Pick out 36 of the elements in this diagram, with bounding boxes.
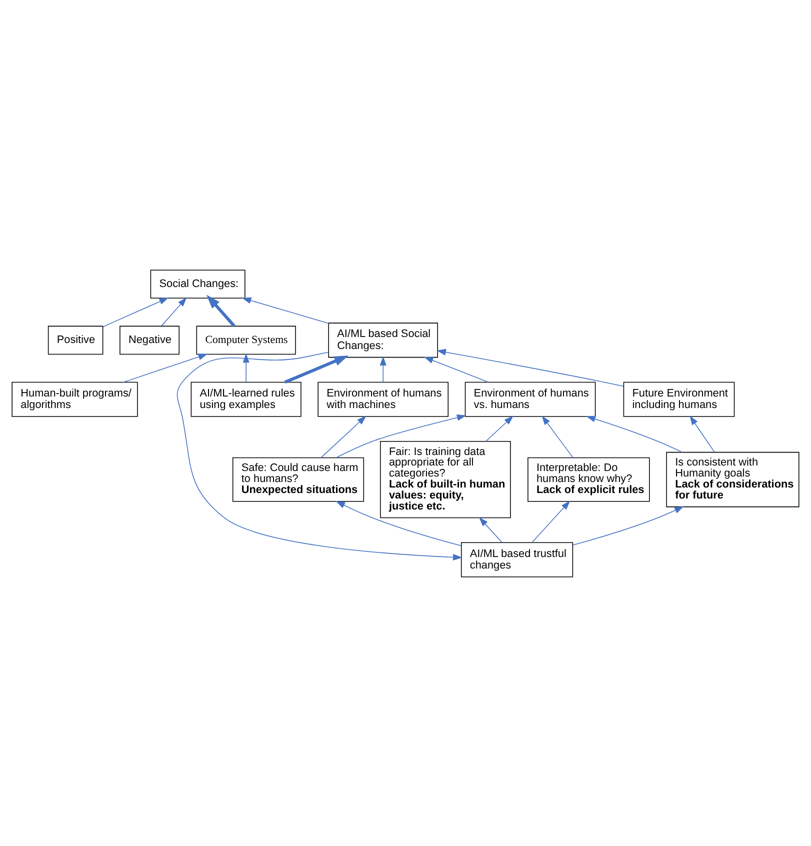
arrow: [206, 294, 236, 326]
node-box: Negative: [120, 325, 180, 354]
node-box: AI/ML based trustful changes: [460, 542, 574, 577]
arrow: [242, 352, 250, 382]
arrow: [478, 516, 502, 542]
node-box: Safe: Could cause harm to humans? Unexpected situations: [232, 456, 364, 502]
arrow: [320, 415, 366, 458]
arrow: [102, 297, 169, 327]
node-box: AI/ML based Social Changes:: [328, 322, 438, 358]
arrow: [572, 506, 684, 545]
arrow: [284, 355, 348, 384]
node-box: Environment of humans with machines: [318, 381, 449, 416]
arrow: [424, 356, 489, 382]
arrow: [336, 414, 466, 458]
node-box: Interpretable: Do humans know why? Lack of explicit rules: [528, 456, 650, 502]
node-box: Is consistent with Humanity goals Lack of considerations for future: [666, 451, 800, 507]
node-box: Human-built programs/ algorithms: [12, 381, 138, 416]
arrow: [586, 415, 683, 452]
arrow: [436, 348, 624, 386]
arrow: [542, 415, 574, 458]
node-box: Social Changes:: [150, 269, 246, 298]
arrow: [242, 296, 329, 324]
arrow: [485, 415, 514, 442]
node-box: Positive: [48, 325, 104, 354]
node-box: Computer Systems: [196, 325, 296, 354]
arrow: [176, 351, 462, 560]
arrow: [336, 500, 462, 546]
node-box: Environment of humans vs. humans: [464, 381, 596, 416]
arrow: [123, 353, 208, 382]
arrow: [690, 415, 715, 452]
arrow: [532, 500, 570, 542]
node-box: Future Environment including humans: [623, 381, 735, 416]
arrow: [161, 296, 187, 326]
node-box: Fair: Is training data appropriate for all categories? Lack of built-in human values: equity, justice etc.: [380, 440, 511, 518]
node-box: AI/ML-learned rules using examples: [190, 381, 302, 416]
arrow: [380, 356, 386, 382]
